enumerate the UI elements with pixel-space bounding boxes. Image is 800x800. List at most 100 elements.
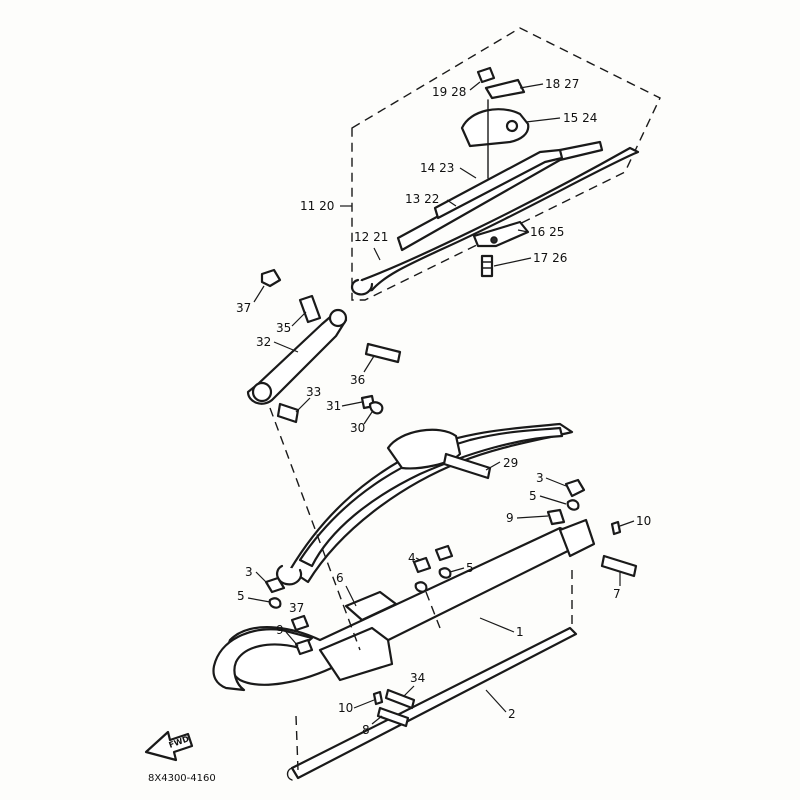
callout-2: 2	[508, 707, 516, 721]
leaf-14	[433, 148, 564, 220]
callout-34: 34	[410, 671, 425, 685]
washer-5-front	[268, 597, 282, 609]
washer-5-mid	[438, 567, 452, 579]
bolt-8	[376, 706, 410, 728]
nut-3-rear	[564, 478, 586, 498]
leader-16-25	[517, 229, 529, 233]
leader-33	[295, 397, 311, 413]
callout-31: 31	[326, 399, 341, 413]
leader-8	[371, 715, 383, 725]
callout-17-26: 17 26	[533, 251, 567, 265]
callout-29: 29	[503, 456, 518, 470]
shock-absorber-group	[246, 268, 402, 424]
nut-4b	[434, 544, 454, 562]
washer-30	[368, 401, 384, 415]
assembled-leaf-spring	[276, 422, 574, 586]
leader-10-rear	[619, 520, 635, 527]
leaf-eye-front	[350, 278, 374, 296]
callout-5-front: 5	[237, 589, 245, 603]
callout-32: 32	[256, 335, 271, 349]
front-bracket	[318, 626, 394, 682]
leader-6	[345, 585, 357, 607]
washer-mid-left	[414, 581, 428, 593]
callout-10-rear: 10	[636, 514, 651, 528]
leader-17-26	[493, 257, 532, 267]
leader-4	[415, 557, 421, 561]
bolt-36	[364, 342, 402, 364]
ski-tip-loop	[212, 628, 314, 692]
nut-9-rear	[546, 508, 566, 526]
callout-30: 30	[350, 421, 365, 435]
shock-eye-upper	[328, 308, 348, 328]
callout-37-lower: 37	[289, 601, 304, 615]
callout-35: 35	[276, 321, 291, 335]
callout-16-25: 16 25	[530, 225, 564, 239]
nut-37-upper	[260, 268, 282, 288]
callout-3-rear: 3	[536, 471, 544, 485]
spring-seat-lower	[472, 220, 530, 248]
detail-boundary	[351, 27, 661, 301]
slide-block-6	[344, 590, 398, 622]
leader-31	[341, 401, 363, 407]
bolt-34	[384, 688, 416, 710]
leader-9-rear	[516, 515, 549, 519]
leader-5-rear	[539, 495, 567, 505]
leader-lines	[247, 81, 635, 725]
runner-mount-line-front	[295, 715, 299, 771]
callout-12-21: 12 21	[354, 230, 388, 244]
leader-32	[273, 341, 299, 353]
drawing-code: 8X4300-4160	[148, 773, 216, 784]
forward-arrow: FWD	[144, 730, 194, 762]
leader-35	[291, 311, 307, 327]
callout-15-24: 15 24	[563, 111, 597, 125]
leader-5-front	[247, 597, 271, 603]
callout-6: 6	[336, 571, 344, 585]
leader-19-28	[469, 81, 481, 91]
collar-35	[298, 294, 322, 324]
bolt-7	[600, 554, 638, 578]
shock-mount-line	[269, 407, 361, 651]
callout-5-rear: 5	[529, 489, 537, 503]
runner-tip	[286, 767, 293, 781]
leader-14-23	[459, 167, 477, 179]
leader-1	[479, 617, 515, 633]
callout-8: 8	[362, 723, 370, 737]
callout-33: 33	[306, 385, 321, 399]
detail-leaf-spring-assembly	[350, 66, 640, 296]
lock-plate	[484, 78, 526, 100]
callout-labels: 19 28 18 27 15 24 14 23 11 20 13 22 16 2…	[236, 77, 651, 737]
clip-10-front	[372, 690, 384, 706]
leader-3-front	[255, 571, 269, 585]
seat-hole	[490, 236, 498, 244]
callout-18-27: 18 27	[545, 77, 579, 91]
nut-4a	[412, 556, 432, 574]
ski-runner	[290, 626, 578, 780]
clip-10-rear	[610, 520, 622, 536]
callout-9-front: 9	[276, 623, 284, 637]
callout-1: 1	[516, 625, 524, 639]
washer-5-rear	[566, 499, 580, 511]
leader-15-24	[525, 117, 561, 123]
callout-5-mid: 5	[466, 561, 474, 575]
shock-eye-lower	[251, 381, 273, 403]
callout-11-20: 11 20	[300, 199, 334, 213]
leader-36	[363, 355, 375, 373]
rear-bracket	[558, 518, 596, 558]
callout-3-front: 3	[245, 565, 253, 579]
main-leaf-spring	[359, 146, 640, 292]
callout-36: 36	[350, 373, 365, 387]
leader-2	[485, 689, 507, 713]
callout-19-28: 19 28	[432, 85, 466, 99]
collar-33	[276, 402, 300, 424]
leader-5-mid	[449, 567, 465, 573]
nut-3-front	[264, 576, 286, 594]
leader-3-rear	[545, 477, 567, 487]
nut-37-lower	[290, 614, 310, 632]
saddle-bracket	[386, 428, 462, 470]
callout-14-23: 14 23	[420, 161, 454, 175]
spring-eye-front-assembled	[276, 564, 303, 586]
bolt-29	[442, 452, 492, 480]
leader-10-front	[353, 699, 375, 709]
